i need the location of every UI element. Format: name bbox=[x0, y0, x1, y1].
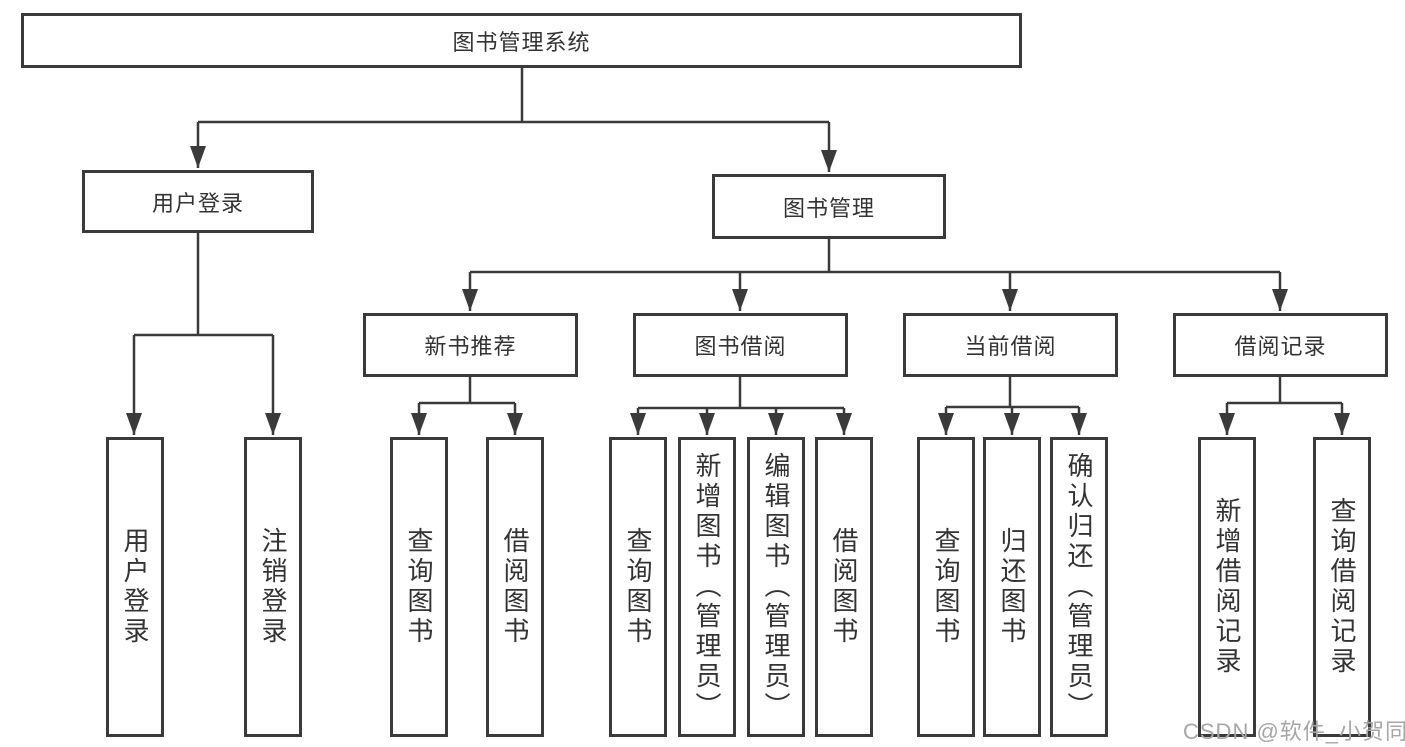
leaf-query-books-borrowing: 查询图书 bbox=[609, 437, 667, 737]
node-user-login: 用户登录 bbox=[82, 170, 314, 233]
node-book-management: 图书管理 bbox=[712, 174, 946, 239]
node-book-borrowing: 图书借阅 bbox=[633, 313, 848, 377]
leaf-return-book: 归还图书 bbox=[983, 437, 1041, 737]
node-library-management-system: 图书管理系统 bbox=[21, 13, 1022, 68]
node-new-book-recommendation: 新书推荐 bbox=[363, 313, 578, 377]
leaf-query-borrow-record: 查询借阅记录 bbox=[1313, 437, 1371, 737]
node-borrowing-records: 借阅记录 bbox=[1173, 313, 1388, 377]
leaf-user-login: 用户登录 bbox=[106, 437, 164, 737]
leaf-query-books-recommend: 查询图书 bbox=[390, 437, 448, 737]
leaf-confirm-return-admin: 确认归还（管理员） bbox=[1050, 437, 1108, 737]
leaf-query-books-current: 查询图书 bbox=[917, 437, 975, 737]
node-current-borrowing: 当前借阅 bbox=[903, 313, 1118, 377]
leaf-logout-login: 注销登录 bbox=[244, 437, 302, 737]
leaf-borrow-books-recommend: 借阅图书 bbox=[486, 437, 544, 737]
leaf-add-book-admin: 新增图书（管理员） bbox=[678, 437, 736, 737]
watermark: CSDN @软件_小贺同学 bbox=[1183, 719, 1405, 744]
leaf-edit-book-admin: 编辑图书（管理员） bbox=[747, 437, 805, 737]
leaf-add-borrow-record: 新增借阅记录 bbox=[1198, 437, 1256, 737]
leaf-borrow-books-borrowing: 借阅图书 bbox=[815, 437, 873, 737]
